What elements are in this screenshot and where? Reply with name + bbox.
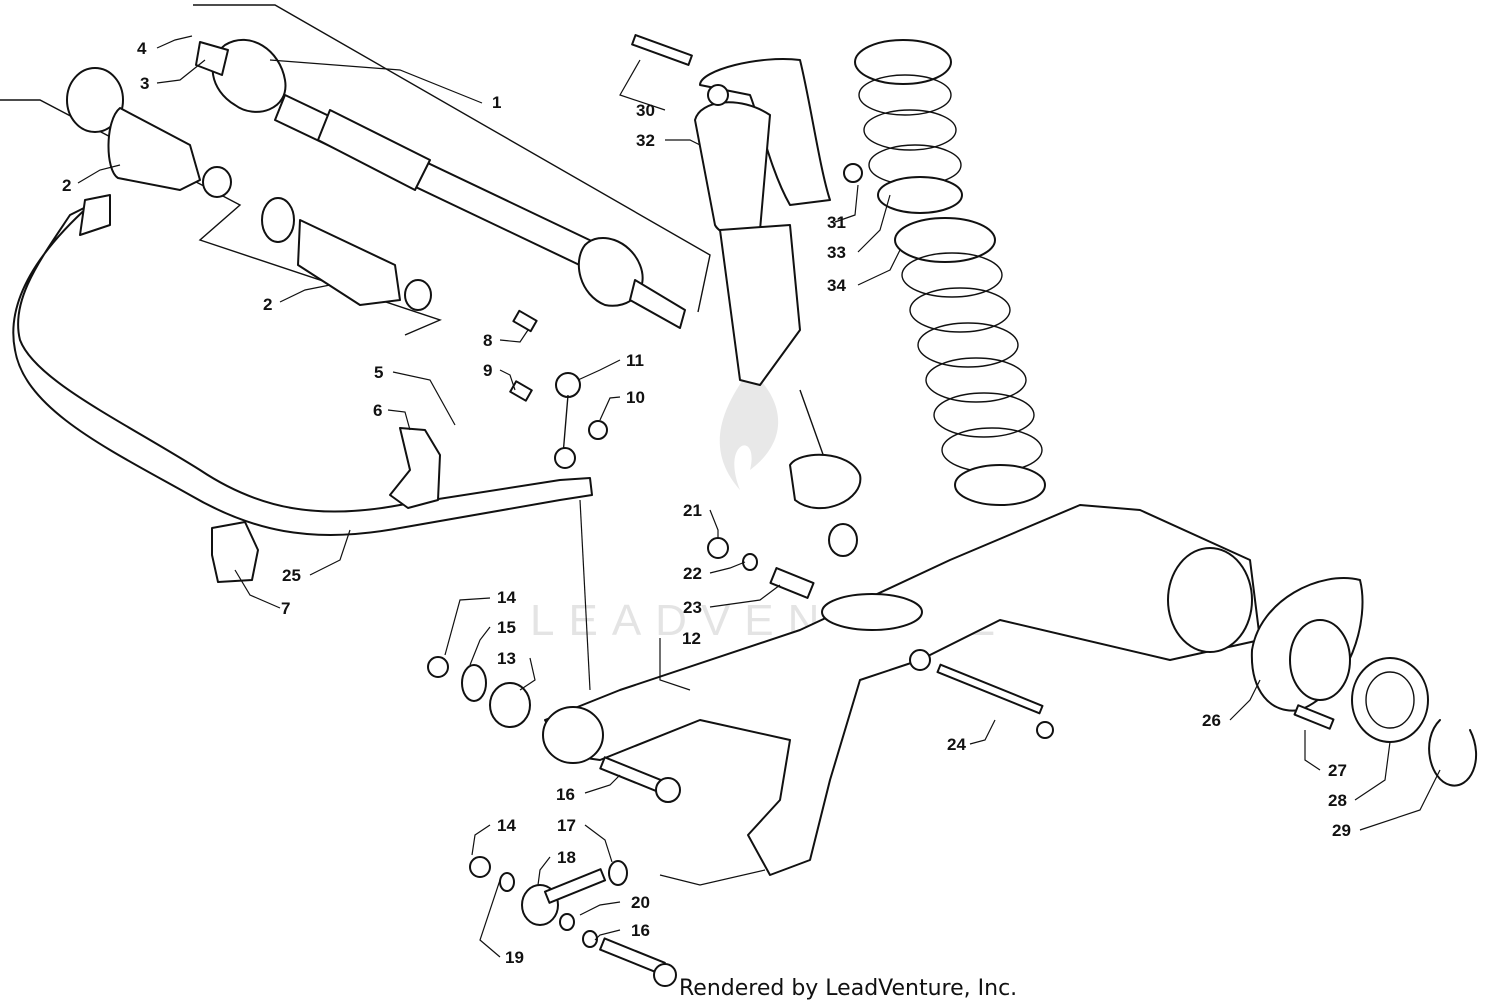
callout-20: 20: [631, 893, 650, 912]
callout-18: 18: [557, 848, 576, 867]
wheel-hub: [1250, 577, 1478, 787]
callout-24: 24: [947, 735, 966, 754]
callout-3: 3: [140, 74, 149, 93]
watermark-flame-icon: [719, 370, 779, 490]
cv-boot-outer: [66, 67, 232, 198]
bar-bracket: [389, 427, 441, 509]
callout-14a: 14: [497, 588, 516, 607]
pivot-bolt-upper: [599, 756, 681, 803]
callout-9: 9: [483, 361, 492, 380]
callout-26: 26: [1202, 711, 1221, 730]
stabilizer-bar: [12, 194, 593, 537]
stabilizer-link: [509, 309, 608, 469]
callout-numbers: 1 2 2 3 4 5 6 7 8 9 10 11 12 13 14 15 16…: [62, 39, 1351, 967]
pivot-bushing-set: [427, 656, 531, 728]
axle-section-frame: [0, 4, 711, 336]
spring-small: [854, 39, 963, 214]
callout-1: 1: [492, 93, 501, 112]
callout-30: 30: [636, 101, 655, 120]
callout-32: 32: [636, 131, 655, 150]
callout-13: 13: [497, 649, 516, 668]
callout-25: 25: [282, 566, 301, 585]
callout-16a: 16: [556, 785, 575, 804]
callout-10: 10: [626, 388, 645, 407]
callout-12: 12: [682, 629, 701, 648]
callout-7: 7: [281, 599, 290, 618]
callout-8: 8: [483, 331, 492, 350]
callout-2b: 2: [263, 295, 272, 314]
callout-5: 5: [374, 363, 383, 382]
callout-16b: 16: [631, 921, 650, 940]
callout-6: 6: [373, 401, 382, 420]
callout-23: 23: [683, 598, 702, 617]
callout-31: 31: [827, 213, 846, 232]
cv-boot-inner: [261, 197, 432, 311]
callout-11: 11: [626, 351, 644, 370]
callout-34: 34: [827, 276, 846, 295]
callout-33: 33: [827, 243, 846, 262]
leader-lines: [77, 35, 1441, 958]
callout-15: 15: [497, 618, 516, 637]
bar-bushing: [211, 521, 259, 583]
callout-28: 28: [1328, 791, 1347, 810]
spring-large: [894, 217, 1046, 506]
shock-mount-hardware: [707, 537, 1054, 739]
callout-2a: 2: [62, 176, 71, 195]
callout-17: 17: [557, 816, 576, 835]
callout-14b: 14: [497, 816, 516, 835]
callout-27: 27: [1328, 761, 1347, 780]
trailing-arm: [542, 504, 1261, 876]
lower-linkage: [469, 856, 677, 987]
callout-4: 4: [137, 39, 147, 58]
credit-text: Rendered by LeadVenture, Inc.: [679, 976, 1017, 1001]
drive-axle: [195, 39, 686, 329]
shock-absorber: [631, 34, 863, 557]
callout-19: 19: [505, 948, 524, 967]
callout-29: 29: [1332, 821, 1351, 840]
callout-21: 21: [683, 501, 702, 520]
callout-22: 22: [683, 564, 702, 583]
